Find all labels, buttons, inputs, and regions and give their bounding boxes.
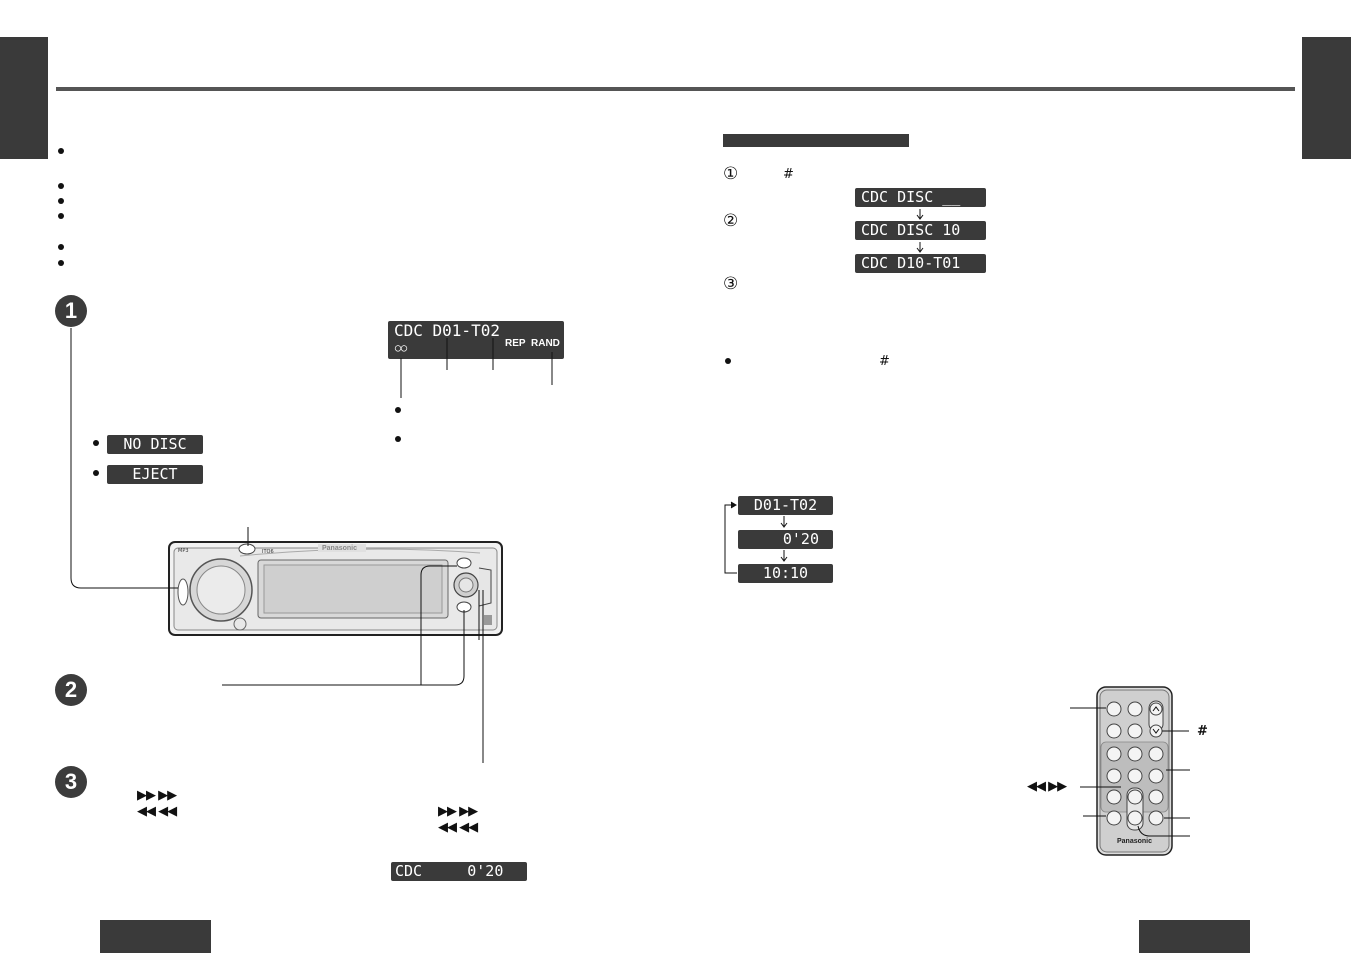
bullet: [58, 244, 64, 250]
left-side-tab: [0, 37, 48, 159]
bullet: [395, 407, 401, 413]
footer-page-box-right: [1139, 920, 1250, 953]
fast-forward-icon: ▶▶ ▶▶: [137, 788, 177, 803]
right-side-tab: [1302, 37, 1351, 159]
time-display-clock: 10:10: [738, 564, 833, 583]
bullet: [725, 358, 731, 364]
remote-seek-label: ◀◀ ▶▶: [1027, 779, 1067, 794]
step-number-2: 2: [55, 674, 87, 706]
rewind-icon: ◀◀ ◀◀: [137, 804, 177, 819]
footer-page-box-left: [100, 920, 211, 953]
seek-time-display: CDC 0'20: [391, 862, 527, 881]
cdc-display-text: CDC D01-T02: [394, 321, 500, 340]
bullet: [58, 148, 64, 154]
hash-key-label: #: [879, 354, 890, 369]
step-number-1: 1: [55, 295, 87, 327]
step-mark-1: ①: [723, 164, 739, 184]
step-number-3: 3: [55, 766, 87, 798]
svg-text:MP3: MP3: [178, 548, 189, 554]
bullet: [93, 440, 99, 446]
time-display-track: D01-T02: [738, 496, 833, 515]
step-mark-2: ②: [723, 211, 739, 231]
section-header-bar: [723, 134, 909, 147]
bullet: [58, 183, 64, 189]
bullet: [58, 213, 64, 219]
cd-disc-icon: ◯◯: [395, 343, 408, 354]
time-display-elapsed: 0'20: [738, 530, 833, 549]
no-disc-display: NO DISC: [107, 435, 203, 454]
remote-brand: Panasonic: [1117, 838, 1152, 845]
svg-text:ITO6: ITO6: [262, 549, 274, 555]
hash-key-label: #: [783, 167, 794, 182]
step-mark-3: ③: [723, 274, 739, 294]
bullet: [93, 470, 99, 476]
header-rule: [56, 87, 1295, 91]
head-unit-brand: Panasonic: [322, 545, 357, 552]
rewind-icon: ◀◀ ◀◀: [438, 820, 478, 835]
rand-indicator: RAND: [531, 338, 560, 349]
eject-display: EJECT: [107, 465, 203, 484]
fast-forward-icon: ▶▶ ▶▶: [438, 804, 478, 819]
cdc-display: CDC D01-T02 ◯◯ REP RAND: [388, 321, 564, 359]
disc-select-screen-3: CDC D10-T01: [855, 254, 986, 273]
bullet: [58, 198, 64, 204]
remote-hash-label: #: [1197, 724, 1208, 739]
disc-select-screen-2: CDC DISC 10: [855, 221, 986, 240]
disc-select-screen-1: CDC DISC __: [855, 188, 986, 207]
bullet: [395, 436, 401, 442]
bullet: [58, 260, 64, 266]
rep-indicator: REP: [505, 338, 526, 349]
